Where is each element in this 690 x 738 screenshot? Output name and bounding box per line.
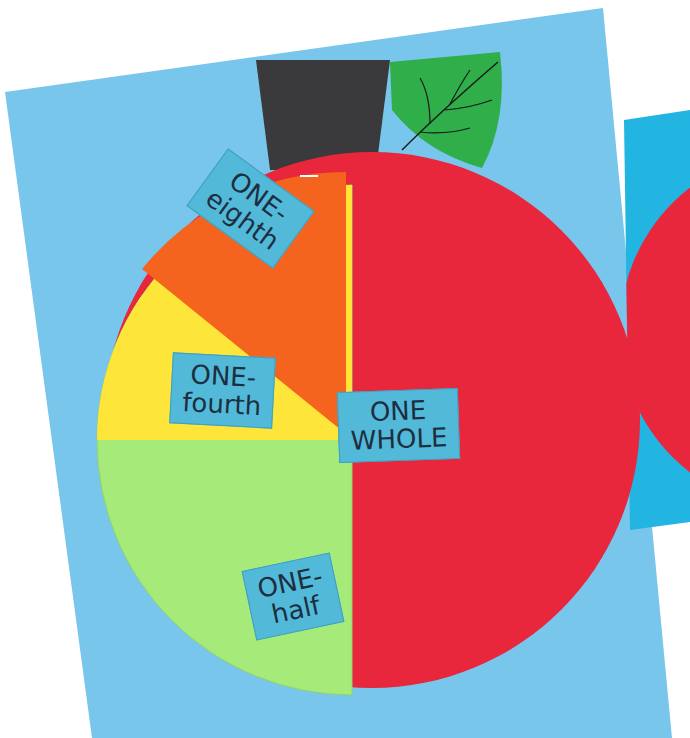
leaf-vein [402,62,498,150]
fraction-label: ONE- eighth [200,162,299,255]
leaf-veins [420,70,492,133]
label-card: ONE- eighth [186,148,314,268]
apple-leaf [390,52,502,168]
fraction-label: ONE- fourth [181,361,263,420]
staple [300,175,318,177]
label-card: ONE- half [242,552,345,640]
label-card: ONE- fourth [169,352,276,428]
blue-paper [5,8,672,738]
label-card: ONE WHOLE [336,387,459,462]
fraction-label: ONE WHOLE [349,396,447,454]
fraction-label: ONE- half [255,562,331,629]
